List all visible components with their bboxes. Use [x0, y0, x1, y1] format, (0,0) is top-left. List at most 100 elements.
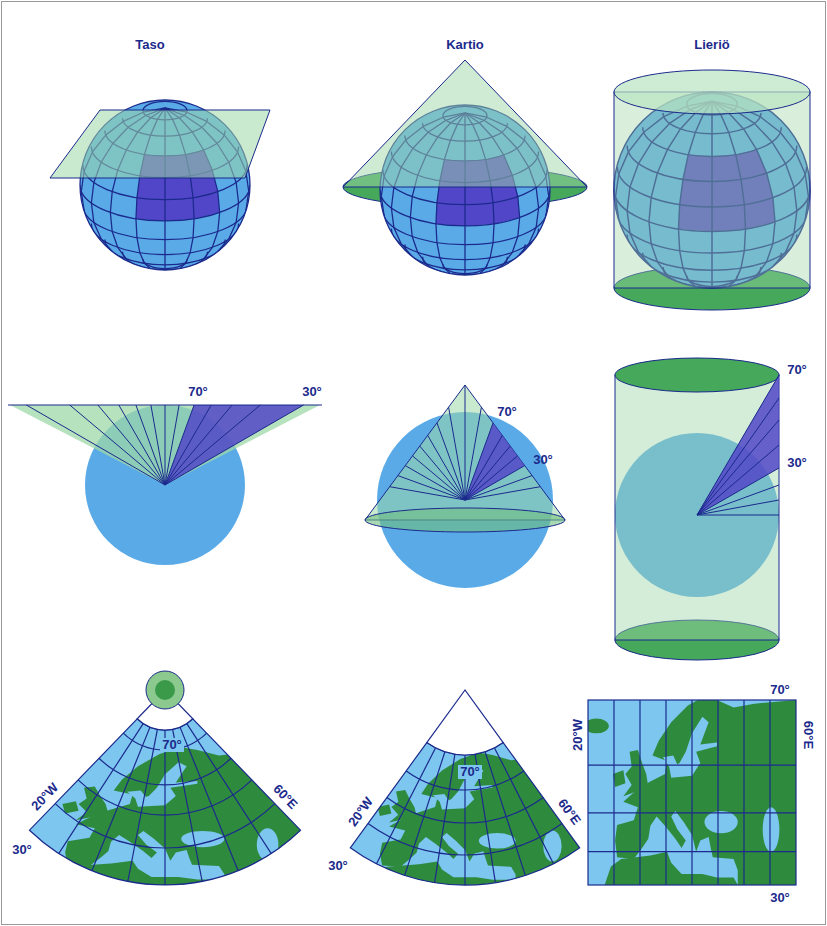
- plane-section-part-part: [136, 405, 165, 485]
- graticule-label: 30°: [12, 843, 32, 857]
- cylinder-section-part-part: [697, 515, 779, 516]
- cone-globe: [343, 60, 587, 275]
- azimuthal-map: [25, 671, 301, 890]
- latitude-label: 70°: [497, 405, 517, 419]
- cylinder-section-part-part: [697, 420, 779, 515]
- graticule-label: 60°E: [270, 782, 300, 812]
- cylinder-section-part: [697, 375, 779, 515]
- plane-section-part-part: [119, 405, 165, 485]
- azimuthal-map-part-part: [128, 729, 158, 881]
- cylinder-globe-part: [614, 92, 810, 288]
- plane-section-part-part: [165, 405, 260, 485]
- azimuthal-map-part-part: [180, 727, 238, 871]
- latitude-label: 30°: [787, 456, 807, 470]
- conic-map-part: [350, 690, 579, 885]
- cylindrical-map-part-part: [639, 700, 640, 885]
- conic-map-part-part: [377, 748, 436, 864]
- cylindrical-map-part-part: [743, 700, 744, 885]
- cone-section-part: [465, 423, 525, 500]
- conic-map-part-part: [387, 798, 543, 823]
- cone-section-part-part: [398, 476, 465, 500]
- cylindrical-map-part-part: [588, 700, 796, 885]
- graticule-label: 70°: [458, 765, 482, 779]
- column-heading: Kartio: [446, 38, 484, 52]
- conic-map-part-part: [350, 743, 579, 886]
- graticule-label: 70°: [770, 683, 790, 697]
- plane-section: [8, 405, 322, 565]
- cylindrical-map-part: [588, 700, 796, 885]
- graticule-label: 60°E: [555, 796, 583, 827]
- conic-map: [345, 690, 580, 890]
- cone-section-part-part: [465, 435, 502, 500]
- plane-section-part-part: [98, 405, 165, 485]
- cylindrical-map-part-part: [588, 700, 796, 885]
- cylindrical-map-part: [588, 700, 796, 885]
- azimuthal-map-part-part: [55, 804, 275, 848]
- azimuthal-map-part-part: [99, 758, 231, 785]
- plane-globe: [50, 100, 270, 270]
- latitude-label: 30°: [302, 385, 322, 399]
- graticule-label: 30°: [770, 891, 790, 905]
- graticule-label: 30°: [328, 859, 348, 873]
- graticule-label: 60°E: [801, 721, 815, 749]
- cylinder-section-part-part: [697, 468, 779, 515]
- cylinder-section: [615, 358, 779, 660]
- cylinder-globe-part: [614, 70, 810, 114]
- cylinder-section-part: [615, 375, 779, 640]
- azimuthal-map-part-part: [78, 780, 252, 815]
- cylinder-section-part-part: [697, 445, 779, 515]
- plane-section-part-part: [26, 405, 165, 485]
- cone-section-part-part: [465, 385, 466, 500]
- plane-section-part-part: [165, 405, 304, 485]
- graticule-label: 20°W: [346, 795, 376, 829]
- cone-section-part-part: [465, 456, 518, 500]
- cone-section-part: [390, 385, 541, 500]
- cylinder-section-part-part: [697, 375, 779, 515]
- cone-section-part: [365, 508, 565, 532]
- azimuthal-map-part-part: [30, 719, 301, 885]
- cylindrical-map: [584, 696, 796, 892]
- azimuthal-map-part: [155, 680, 175, 700]
- plane-section-part-part: [165, 405, 166, 485]
- cylinder-globe: [614, 70, 810, 310]
- graticule-label: 70°: [160, 738, 184, 752]
- cone-section-part: [365, 385, 565, 520]
- plane-section-part-part: [151, 405, 165, 485]
- cylindrical-map-part-part: [717, 700, 718, 885]
- cylinder-section-part-part: [697, 398, 779, 515]
- cylinder-globe-part: [614, 92, 810, 288]
- azimuthal-map-part: [146, 671, 184, 709]
- conic-map-part-part: [368, 824, 562, 856]
- conic-map-part-part: [435, 754, 455, 883]
- plane-section-part-part: [165, 405, 232, 485]
- conic-map-part: [345, 752, 580, 890]
- conic-map-part-part: [427, 690, 503, 755]
- cone-section-part-part: [390, 487, 465, 500]
- azimuthal-map-part: [25, 747, 300, 890]
- plane-section-part-part: [165, 405, 211, 485]
- latitude-label: 30°: [533, 453, 553, 467]
- cylindrical-map-part-part: [613, 700, 614, 885]
- column-heading: Taso: [135, 38, 164, 52]
- azimuthal-map-part-part: [173, 729, 203, 881]
- latitude-label: 70°: [188, 385, 208, 399]
- cylinder-section-part: [615, 358, 779, 392]
- cone-section-part-part: [465, 476, 532, 500]
- plane-section-part: [165, 405, 304, 485]
- plane-section-part-part: [70, 405, 165, 485]
- azimuthal-map-part-part: [92, 727, 150, 871]
- plane-section-part: [10, 405, 320, 485]
- conic-map-part-part: [345, 752, 580, 890]
- cone-section-part-part: [465, 487, 540, 500]
- cone-section-part-part: [428, 435, 465, 500]
- cylindrical-map-part-part: [769, 700, 770, 885]
- plane-globe-part: [50, 110, 270, 178]
- graticule-label: 20°W: [29, 781, 61, 814]
- column-heading: Lieriö: [694, 38, 729, 52]
- cone-globe-part: [343, 60, 587, 187]
- conic-map-part-part: [495, 748, 554, 864]
- latitude-label: 70°: [787, 363, 807, 377]
